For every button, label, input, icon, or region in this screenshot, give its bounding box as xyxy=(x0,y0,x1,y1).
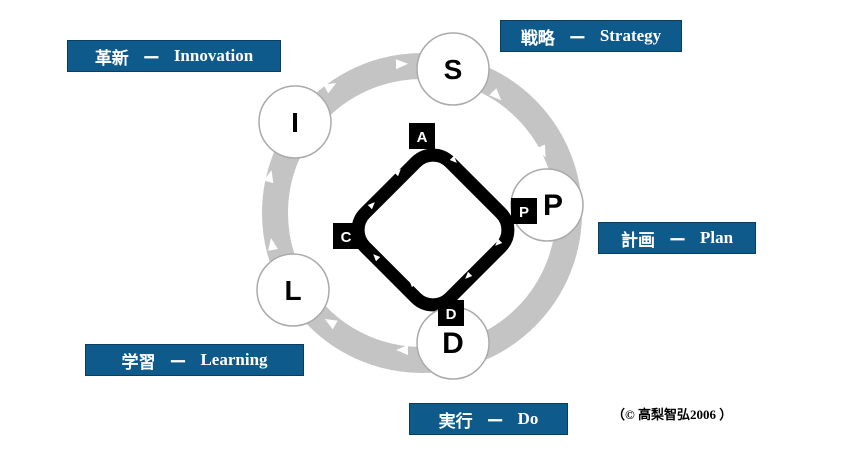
ring-arrow-icon xyxy=(323,83,337,94)
loop-arrow-icon xyxy=(449,155,457,163)
copyright-notice: （© 高梨智弘2006 ） xyxy=(612,407,733,422)
node-letter-a: A xyxy=(417,129,428,146)
node-letter-i: I xyxy=(291,107,299,138)
label-do: 実行 ー Do xyxy=(409,403,568,435)
inner-node-d: D xyxy=(438,300,464,326)
ring-arrow-icon xyxy=(268,238,278,251)
loop-arrow-icon xyxy=(465,271,473,279)
ring-arrow-icon xyxy=(263,170,274,184)
inner-cycle-loop xyxy=(351,148,515,312)
ring-arrow-icon xyxy=(396,345,408,355)
label-strategy: 戦略 ー Strategy xyxy=(500,20,682,52)
node-circle xyxy=(258,85,332,159)
label-jp: 革新 xyxy=(94,48,129,69)
label-dash: ー xyxy=(486,411,504,432)
inner-node-c: C xyxy=(333,223,359,249)
outer-node-l: L xyxy=(256,253,330,327)
label-en: Do xyxy=(517,409,539,428)
loop-arrow-icon xyxy=(393,169,401,177)
inner-node-p: P xyxy=(511,198,537,224)
label-en: Plan xyxy=(699,228,734,247)
ring-arrow-icon xyxy=(395,59,408,70)
node-letter-p: P xyxy=(519,204,529,221)
node-circle xyxy=(256,253,330,327)
ring-arrow-icon xyxy=(324,319,338,330)
loop-arrow-icon xyxy=(485,183,493,191)
loop-arrow-icon xyxy=(373,254,381,262)
node-letter-l: L xyxy=(284,275,301,306)
inner-node-a: A xyxy=(409,123,435,149)
node-square xyxy=(438,300,464,326)
label-dash: ー xyxy=(169,352,187,373)
label-en: Innovation xyxy=(173,46,254,65)
outer-node-s: S xyxy=(416,32,490,106)
label-dash: ー xyxy=(142,48,160,69)
node-letter-p: P xyxy=(543,189,563,222)
label-jp: 実行 xyxy=(438,411,473,432)
label-plan: 計画 ー Plan xyxy=(598,222,756,254)
node-letter-s: S xyxy=(444,54,463,85)
ring-arrow-icon xyxy=(535,144,546,158)
loop-arrow-icon xyxy=(409,280,417,288)
node-square xyxy=(409,123,435,149)
ring-arrow-icon xyxy=(537,254,548,268)
loop-arrow-icon xyxy=(367,202,375,210)
label-dash: ー xyxy=(568,28,586,49)
label-en: Strategy xyxy=(599,26,662,45)
label-jp: 計画 xyxy=(620,230,655,251)
label-innovation: 革新 ー Innovation xyxy=(67,40,281,72)
outer-node-i: I xyxy=(258,85,332,159)
node-circle xyxy=(416,32,490,106)
label-en: Learning xyxy=(200,350,268,369)
node-square xyxy=(333,223,359,249)
node-letter-d: D xyxy=(446,306,457,323)
label-jp: 戦略 xyxy=(520,28,555,49)
outer-ring-arrows xyxy=(263,59,548,355)
node-letter-c: C xyxy=(341,229,352,246)
ring-arrow-icon xyxy=(489,88,502,101)
inner-loop-arrows xyxy=(367,155,503,288)
node-letter-d: D xyxy=(442,327,464,360)
label-dash: ー xyxy=(668,230,686,251)
node-square xyxy=(511,198,537,224)
label-jp: 学習 xyxy=(121,352,156,373)
label-learning: 学習 ー Learning xyxy=(85,344,304,376)
loop-arrow-icon xyxy=(495,238,503,246)
ring-arrow-icon xyxy=(499,304,512,317)
